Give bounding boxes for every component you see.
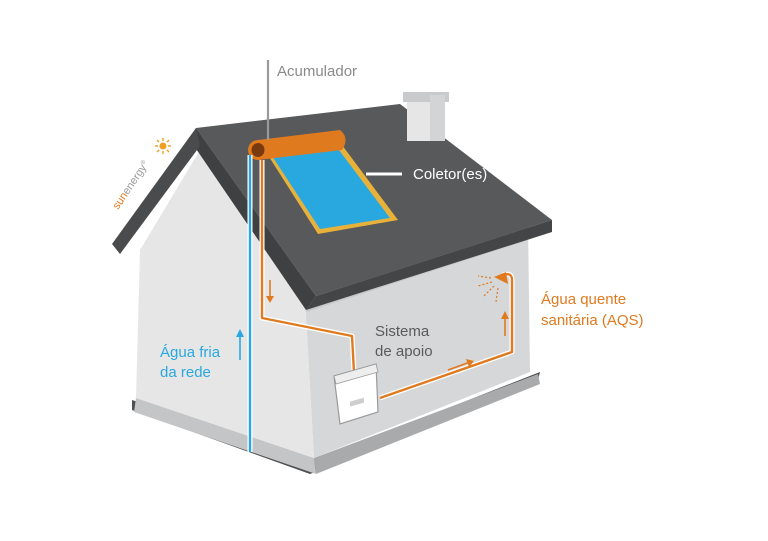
flow-arrow-cold-up <box>236 329 244 360</box>
front-gable-wall <box>136 150 314 458</box>
hot-water-label: Água quente sanitária (AQS) <box>541 291 644 329</box>
logo-sun-icon <box>155 138 171 154</box>
house-base <box>132 372 540 474</box>
logo-text-energy: energy <box>120 162 149 197</box>
cold-water-label: Água fria da rede <box>160 344 224 381</box>
accumulator-tank <box>248 130 346 160</box>
shower-head-icon <box>477 272 508 303</box>
cold-water-label-line1: Água fria <box>160 344 221 361</box>
collectors-label: Coletor(es) <box>413 166 487 183</box>
backup-system-label-line2: de apoio <box>375 343 433 360</box>
hot-water-pipe <box>259 160 515 401</box>
accumulator-label: Acumulador <box>277 63 357 80</box>
solar-collector <box>266 145 398 234</box>
flow-arrow-right <box>447 359 474 371</box>
chimney <box>403 92 449 141</box>
hot-water-label-line1: Água quente <box>541 291 626 308</box>
flow-arrow-up <box>501 311 509 336</box>
logo-registered-mark: ® <box>139 158 148 166</box>
cold-water-label-line2: da rede <box>160 364 211 381</box>
backup-system-label-line1: Sistema <box>375 323 430 340</box>
flow-arrow-down <box>266 280 274 303</box>
backup-system-label: Sistema de apoio <box>375 323 433 360</box>
backup-boiler <box>333 363 379 425</box>
hot-water-label-line2: sanitária (AQS) <box>541 312 644 329</box>
